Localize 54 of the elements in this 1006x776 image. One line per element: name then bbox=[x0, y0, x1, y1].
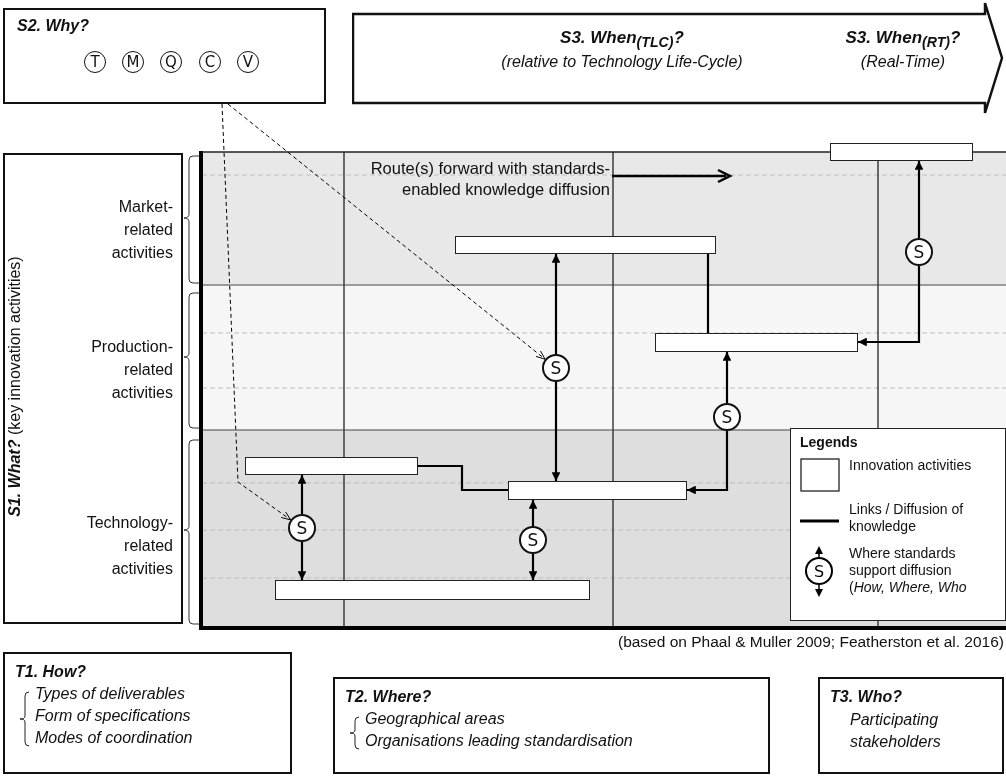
list-item: Form of specifications bbox=[35, 706, 191, 726]
list-item: Geographical areas bbox=[365, 709, 505, 729]
row-label: Production-related activities bbox=[90, 337, 173, 404]
link-arrow bbox=[528, 500, 538, 526]
box-heading: T3. Who? bbox=[830, 687, 902, 707]
link-arrow bbox=[722, 352, 732, 403]
letter-circle: V bbox=[237, 51, 259, 73]
timeline-heading: S3. When$_{(RT)}$? bbox=[844, 28, 962, 52]
dashed-arrow bbox=[221, 103, 292, 521]
legend-text: Innovation activities bbox=[849, 457, 973, 474]
list-item: Types of deliverables bbox=[35, 684, 185, 704]
question-box bbox=[3, 652, 292, 774]
caption: (based on Phaal & Muller 2009; Featherston et al. 2016) bbox=[616, 633, 1004, 652]
activity-panel bbox=[3, 153, 183, 624]
link-arrow bbox=[551, 382, 561, 481]
box-heading: T1. How? bbox=[15, 662, 87, 682]
activity-bar bbox=[508, 481, 687, 500]
list-item: Participating stakeholders bbox=[850, 710, 942, 752]
link-arrow bbox=[551, 254, 561, 354]
legend-text: Where standards support diffusion (How, Where, Who bbox=[849, 545, 968, 596]
annotation-text: Route(s) forward with standards-enabled knowledge diffusion bbox=[369, 158, 610, 201]
link-arrow bbox=[528, 554, 538, 580]
link-arrow bbox=[858, 266, 921, 347]
link-arrow bbox=[914, 161, 924, 238]
row-label: Technology-related activities bbox=[85, 513, 173, 580]
activity-bar bbox=[455, 236, 716, 254]
activity-bar bbox=[275, 580, 590, 600]
timeline-subtitle: (Real-Time) bbox=[859, 52, 947, 72]
link-arrow bbox=[297, 542, 307, 580]
activity-bar bbox=[655, 333, 858, 352]
list-item: Modes of coordination bbox=[35, 728, 193, 748]
legend-text: Links / Diffusion of knowledge bbox=[849, 501, 965, 535]
letter-circle: C bbox=[199, 51, 221, 73]
dashed-arrow bbox=[227, 103, 546, 360]
row-label: Market-related activities bbox=[110, 197, 173, 264]
legend-title: Legends bbox=[800, 434, 858, 451]
link-arrow bbox=[687, 431, 729, 495]
timeline-subtitle: (relative to Technology Life-Cycle) bbox=[500, 52, 744, 72]
letter-circle: Q bbox=[160, 51, 182, 73]
question-box bbox=[333, 677, 770, 774]
question-box bbox=[818, 677, 1004, 774]
letter-circle: M bbox=[122, 51, 144, 73]
activity-bar bbox=[245, 457, 418, 475]
activity-bar bbox=[830, 143, 973, 161]
link-arrow bbox=[297, 475, 307, 514]
why-panel bbox=[3, 8, 326, 104]
panel-heading: S2. Why? bbox=[17, 16, 89, 36]
link-line bbox=[706, 254, 710, 333]
box-heading: T2. Where? bbox=[345, 687, 432, 707]
link-line bbox=[418, 464, 508, 492]
letter-circle: T bbox=[84, 51, 106, 73]
list-item: Organisations leading standardisation bbox=[365, 731, 633, 751]
axis-title: S1. What? (key innovation activities) bbox=[5, 255, 25, 519]
timeline-heading: S3. When$_{(TLC)}$? bbox=[559, 28, 685, 52]
